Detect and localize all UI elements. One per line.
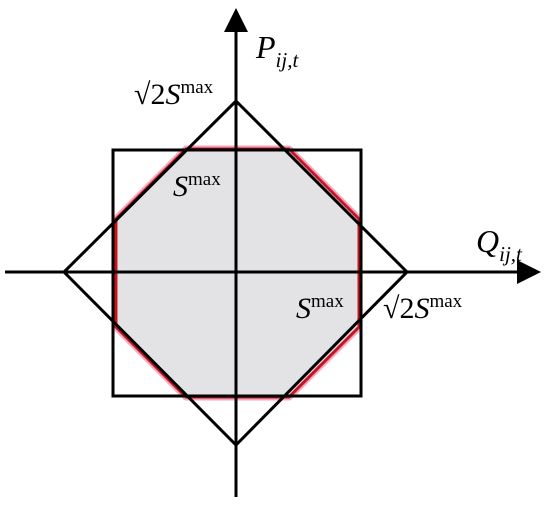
square-edge-label-p: Smax: [173, 169, 221, 203]
diamond-vertex-label-p: √2Smax: [134, 77, 214, 111]
square-edge-label-q: Smax: [296, 291, 344, 325]
diamond-vertex-label-q: √2Smax: [383, 291, 463, 325]
q-axis-arrowhead: [517, 260, 541, 284]
p-axis-arrowhead: [224, 8, 248, 32]
p-axis-label: Pij,t: [255, 29, 299, 72]
q-axis-label: Qij,t: [476, 223, 523, 266]
